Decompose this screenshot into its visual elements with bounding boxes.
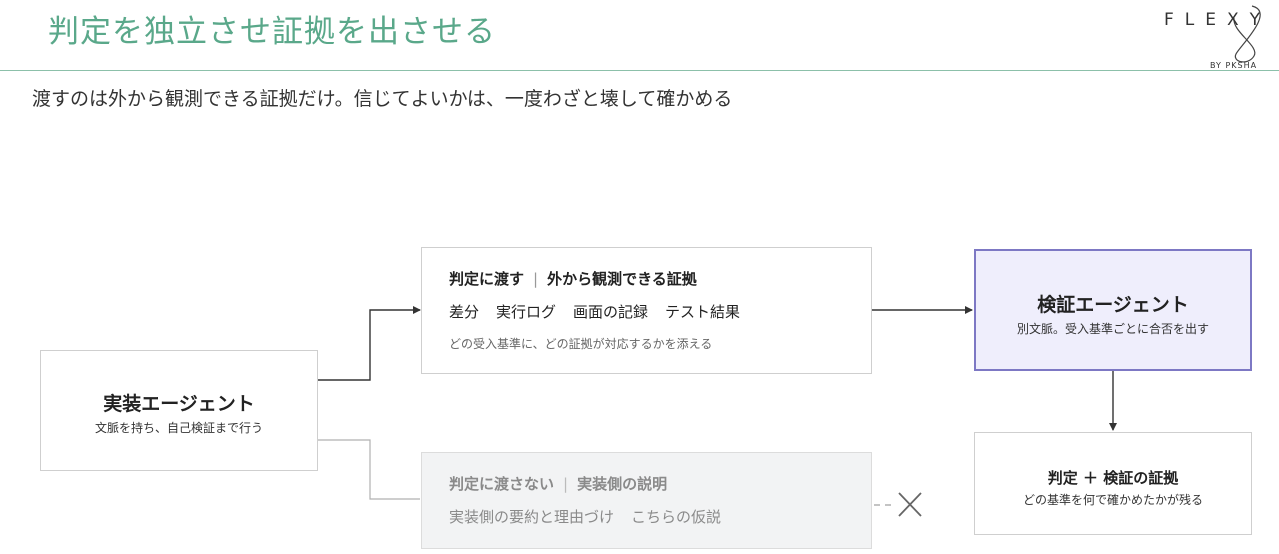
result-subtitle: どの基準を何で確かめたかが残る xyxy=(1022,493,1203,507)
not-passed-box: 判定に渡さない | 実装側の説明 実装側の要約と理由づけこちらの仮説 xyxy=(421,452,872,549)
result-title: 判定 ＋ 検証の証拠 xyxy=(1047,469,1179,487)
nopass-heading: 判定に渡さない | 実装側の説明 xyxy=(449,473,667,494)
pass-to-judge-box: 判定に渡す | 外から観測できる証拠 差分実行ログ画面の記録テスト結果 どの受入基準… xyxy=(421,247,872,374)
line-impl-to-nopass xyxy=(318,439,420,500)
flexy-logo: FLEXY BY PKSHA xyxy=(1160,2,1279,74)
logo-byline: BY PKSHA xyxy=(1210,61,1258,70)
nopass-item-list: 実装側の要約と理由づけこちらの仮説 xyxy=(449,506,738,527)
title-divider xyxy=(0,70,1279,71)
nopass-heading-separator: | xyxy=(563,475,569,493)
page-title: 判定を独立させ証拠を出させる xyxy=(48,14,496,50)
nopass-item-hypothesis: こちらの仮説 xyxy=(631,508,722,526)
pass-note: どの受入基準に、どの証拠が対応するかを添える xyxy=(449,337,713,351)
nopass-heading-right: 実装側の説明 xyxy=(577,475,668,493)
pass-heading-separator: | xyxy=(533,270,539,288)
verification-agent-title: 検証エージェント xyxy=(1037,294,1189,316)
pass-heading-right: 外から観測できる証拠 xyxy=(547,270,697,288)
implementation-agent-box: 実装エージェント 文脈を持ち、自己検証まで行う xyxy=(40,350,318,471)
evidence-item-screen-record: 画面の記録 xyxy=(573,303,649,321)
result-box: 判定 ＋ 検証の証拠 どの基準を何で確かめたかが残る xyxy=(974,432,1252,535)
pass-evidence-list: 差分実行ログ画面の記録テスト結果 xyxy=(449,301,757,322)
evidence-item-log: 実行ログ xyxy=(496,303,557,321)
page-subtitle: 渡すのは外から観測できる証拠だけ。信じてよいかは、一度わざと壊して確かめる xyxy=(32,88,733,110)
logo-swirl-icon xyxy=(1233,5,1261,63)
evidence-item-test-results: テスト結果 xyxy=(665,303,741,321)
implementation-agent-title: 実装エージェント xyxy=(103,393,255,415)
verification-agent-box: 検証エージェント 別文脈。受入基準ごとに合否を出す xyxy=(974,249,1252,371)
evidence-item-diff: 差分 xyxy=(449,303,480,321)
logo-wordmark: FLEXY xyxy=(1164,10,1272,30)
pass-heading-left: 判定に渡す xyxy=(449,270,525,288)
arrow-impl-to-pass xyxy=(318,306,421,381)
pass-heading: 判定に渡す | 外から観測できる証拠 xyxy=(449,268,697,289)
implementation-agent-subtitle: 文脈を持ち、自己検証まで行う xyxy=(94,421,263,435)
verification-agent-subtitle: 別文脈。受入基準ごとに合否を出す xyxy=(1016,322,1209,336)
blocked-x-icon xyxy=(898,492,922,517)
nopass-item-summary: 実装側の要約と理由づけ xyxy=(449,508,615,526)
nopass-heading-left: 判定に渡さない xyxy=(449,475,555,493)
